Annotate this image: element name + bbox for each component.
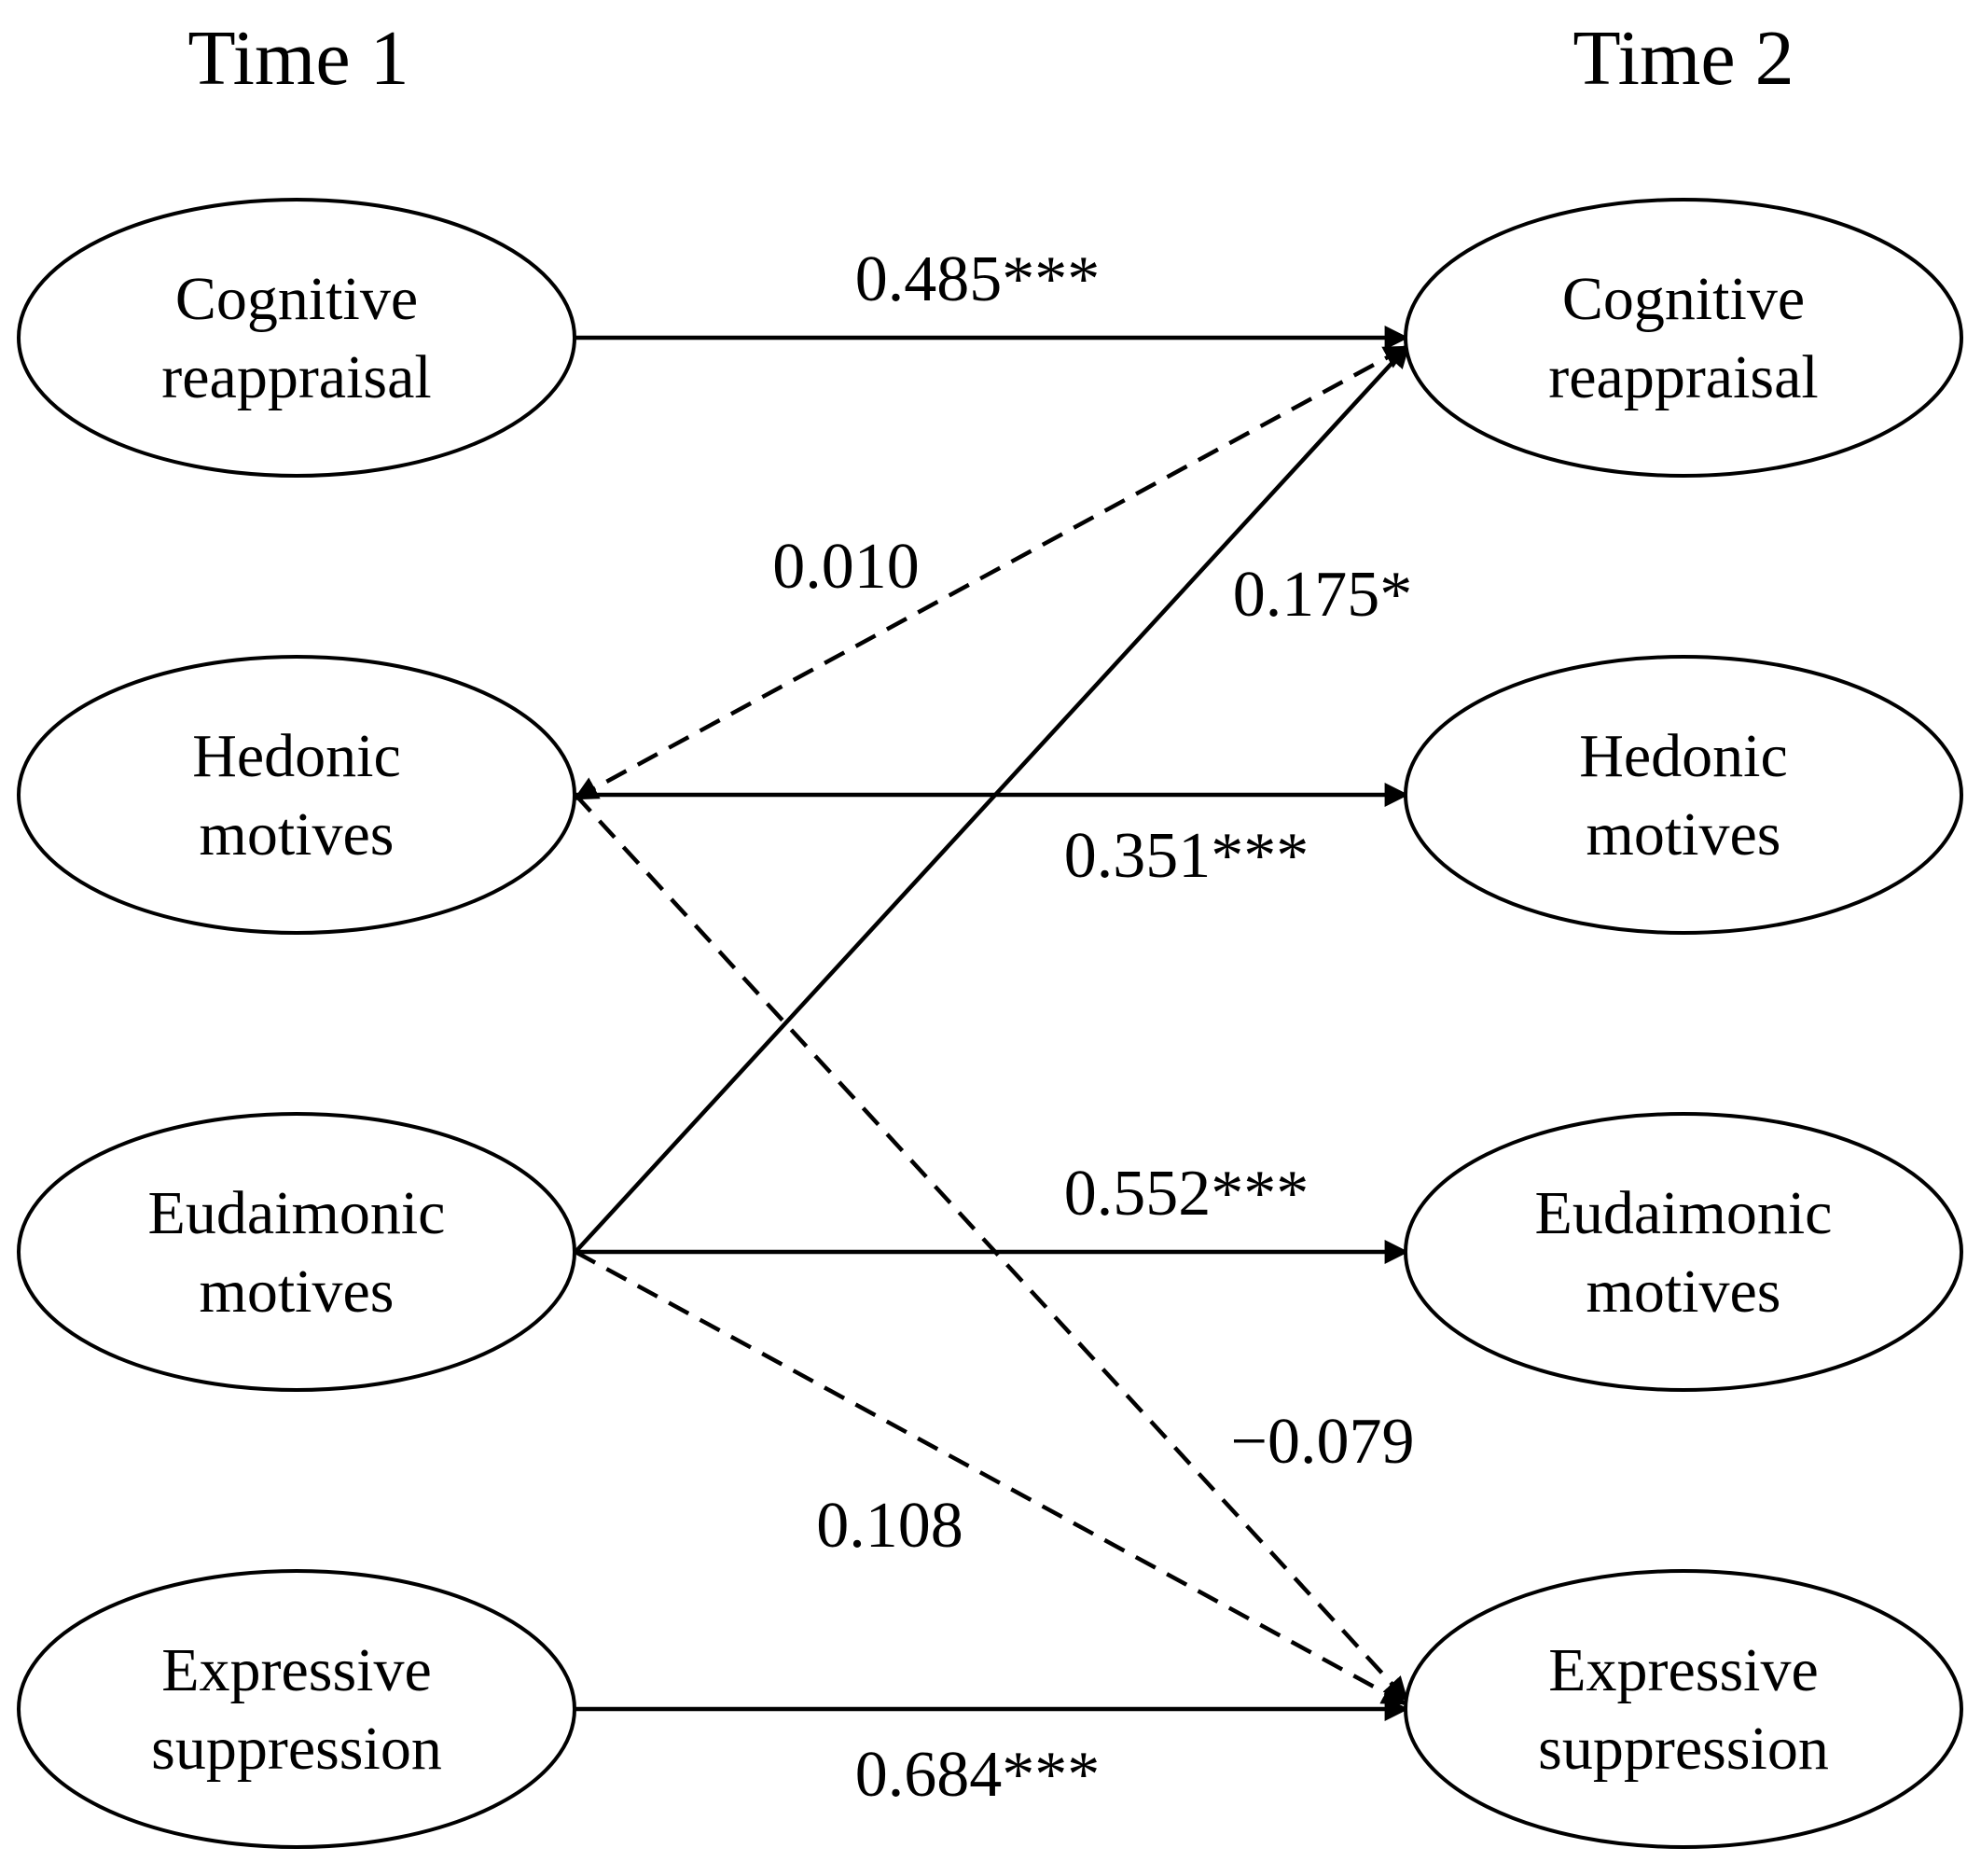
- node-label-line: Cognitive: [1562, 265, 1805, 333]
- edge-label-eud-eud: 0.552***: [1064, 1158, 1309, 1230]
- node-t1-eudaimonic: Eudaimonic motives: [17, 1112, 576, 1392]
- edge-label-exp-exp: 0.684***: [855, 1739, 1101, 1811]
- node-label-line: Expressive: [1548, 1636, 1819, 1704]
- node-label-line: motives: [1586, 800, 1781, 869]
- node-label-line: Cognitive: [175, 265, 418, 333]
- node-label-line: Eudaimonic: [1535, 1179, 1833, 1247]
- edge-hed-cog: [573, 345, 1409, 800]
- edges-layer: [573, 326, 1410, 1721]
- edge-label-hed-cog: 0.010: [772, 531, 920, 603]
- node-ellipse: [17, 1112, 576, 1392]
- edge-label-hed-hed: 0.351***: [1064, 820, 1309, 892]
- nodes-layer: CognitivereappraisalHedonicmotivesEudaim…: [17, 198, 1963, 1849]
- node-ellipse: [1404, 198, 1963, 478]
- edge-label-eud-exp: 0.108: [816, 1490, 963, 1562]
- node-ellipse: [1404, 1569, 1963, 1849]
- node-label-line: reappraisal: [1548, 343, 1819, 411]
- node-ellipse: [17, 198, 576, 478]
- node-ellipse: [1404, 1112, 1963, 1392]
- node-t2-expressive: Expressive suppression: [1404, 1569, 1963, 1849]
- node-label-line: motives: [200, 800, 395, 869]
- node-t2-hedonic: Hedonic motives: [1404, 655, 1963, 935]
- node-t2-cognitive: Cognitive reappraisal: [1404, 198, 1963, 478]
- node-t2-eudaimonic: Eudaimonic motives: [1404, 1112, 1963, 1392]
- edge-labels-layer: 0.485*** 0.010 0.175* 0.351*** 0.552*** −0.07…: [772, 243, 1414, 1811]
- node-t1-expressive: Expressive suppression: [17, 1569, 576, 1849]
- time1-title: Time 1: [187, 15, 409, 102]
- node-label-line: suppression: [151, 1715, 442, 1783]
- edge-eud-exp: [574, 1250, 1407, 1705]
- node-t1-cognitive: Cognitive reappraisal: [17, 198, 576, 478]
- node-label-line: motives: [200, 1258, 395, 1326]
- node-label-line: reappraisal: [161, 343, 432, 411]
- time2-title: Time 2: [1572, 15, 1794, 102]
- node-label-line: Hedonic: [192, 722, 401, 790]
- node-label-line: motives: [1586, 1258, 1781, 1326]
- node-ellipse: [17, 1569, 576, 1849]
- node-t1-hedonic: Hedonic motives: [17, 655, 576, 935]
- edge-eud-cog: [574, 343, 1410, 1254]
- edge-label-eud-cog: 0.175*: [1233, 559, 1413, 631]
- node-label-line: Hedonic: [1579, 722, 1788, 790]
- edge-label-cog-cog: 0.485***: [855, 243, 1101, 315]
- edge-hed-exp: [574, 793, 1408, 1702]
- node-label-line: Eudaimonic: [148, 1179, 446, 1247]
- edge-label-hed-exp: −0.079: [1231, 1406, 1415, 1478]
- node-ellipse: [17, 655, 576, 935]
- node-ellipse: [1404, 655, 1963, 935]
- node-label-line: Expressive: [161, 1636, 432, 1704]
- node-label-line: suppression: [1538, 1715, 1829, 1783]
